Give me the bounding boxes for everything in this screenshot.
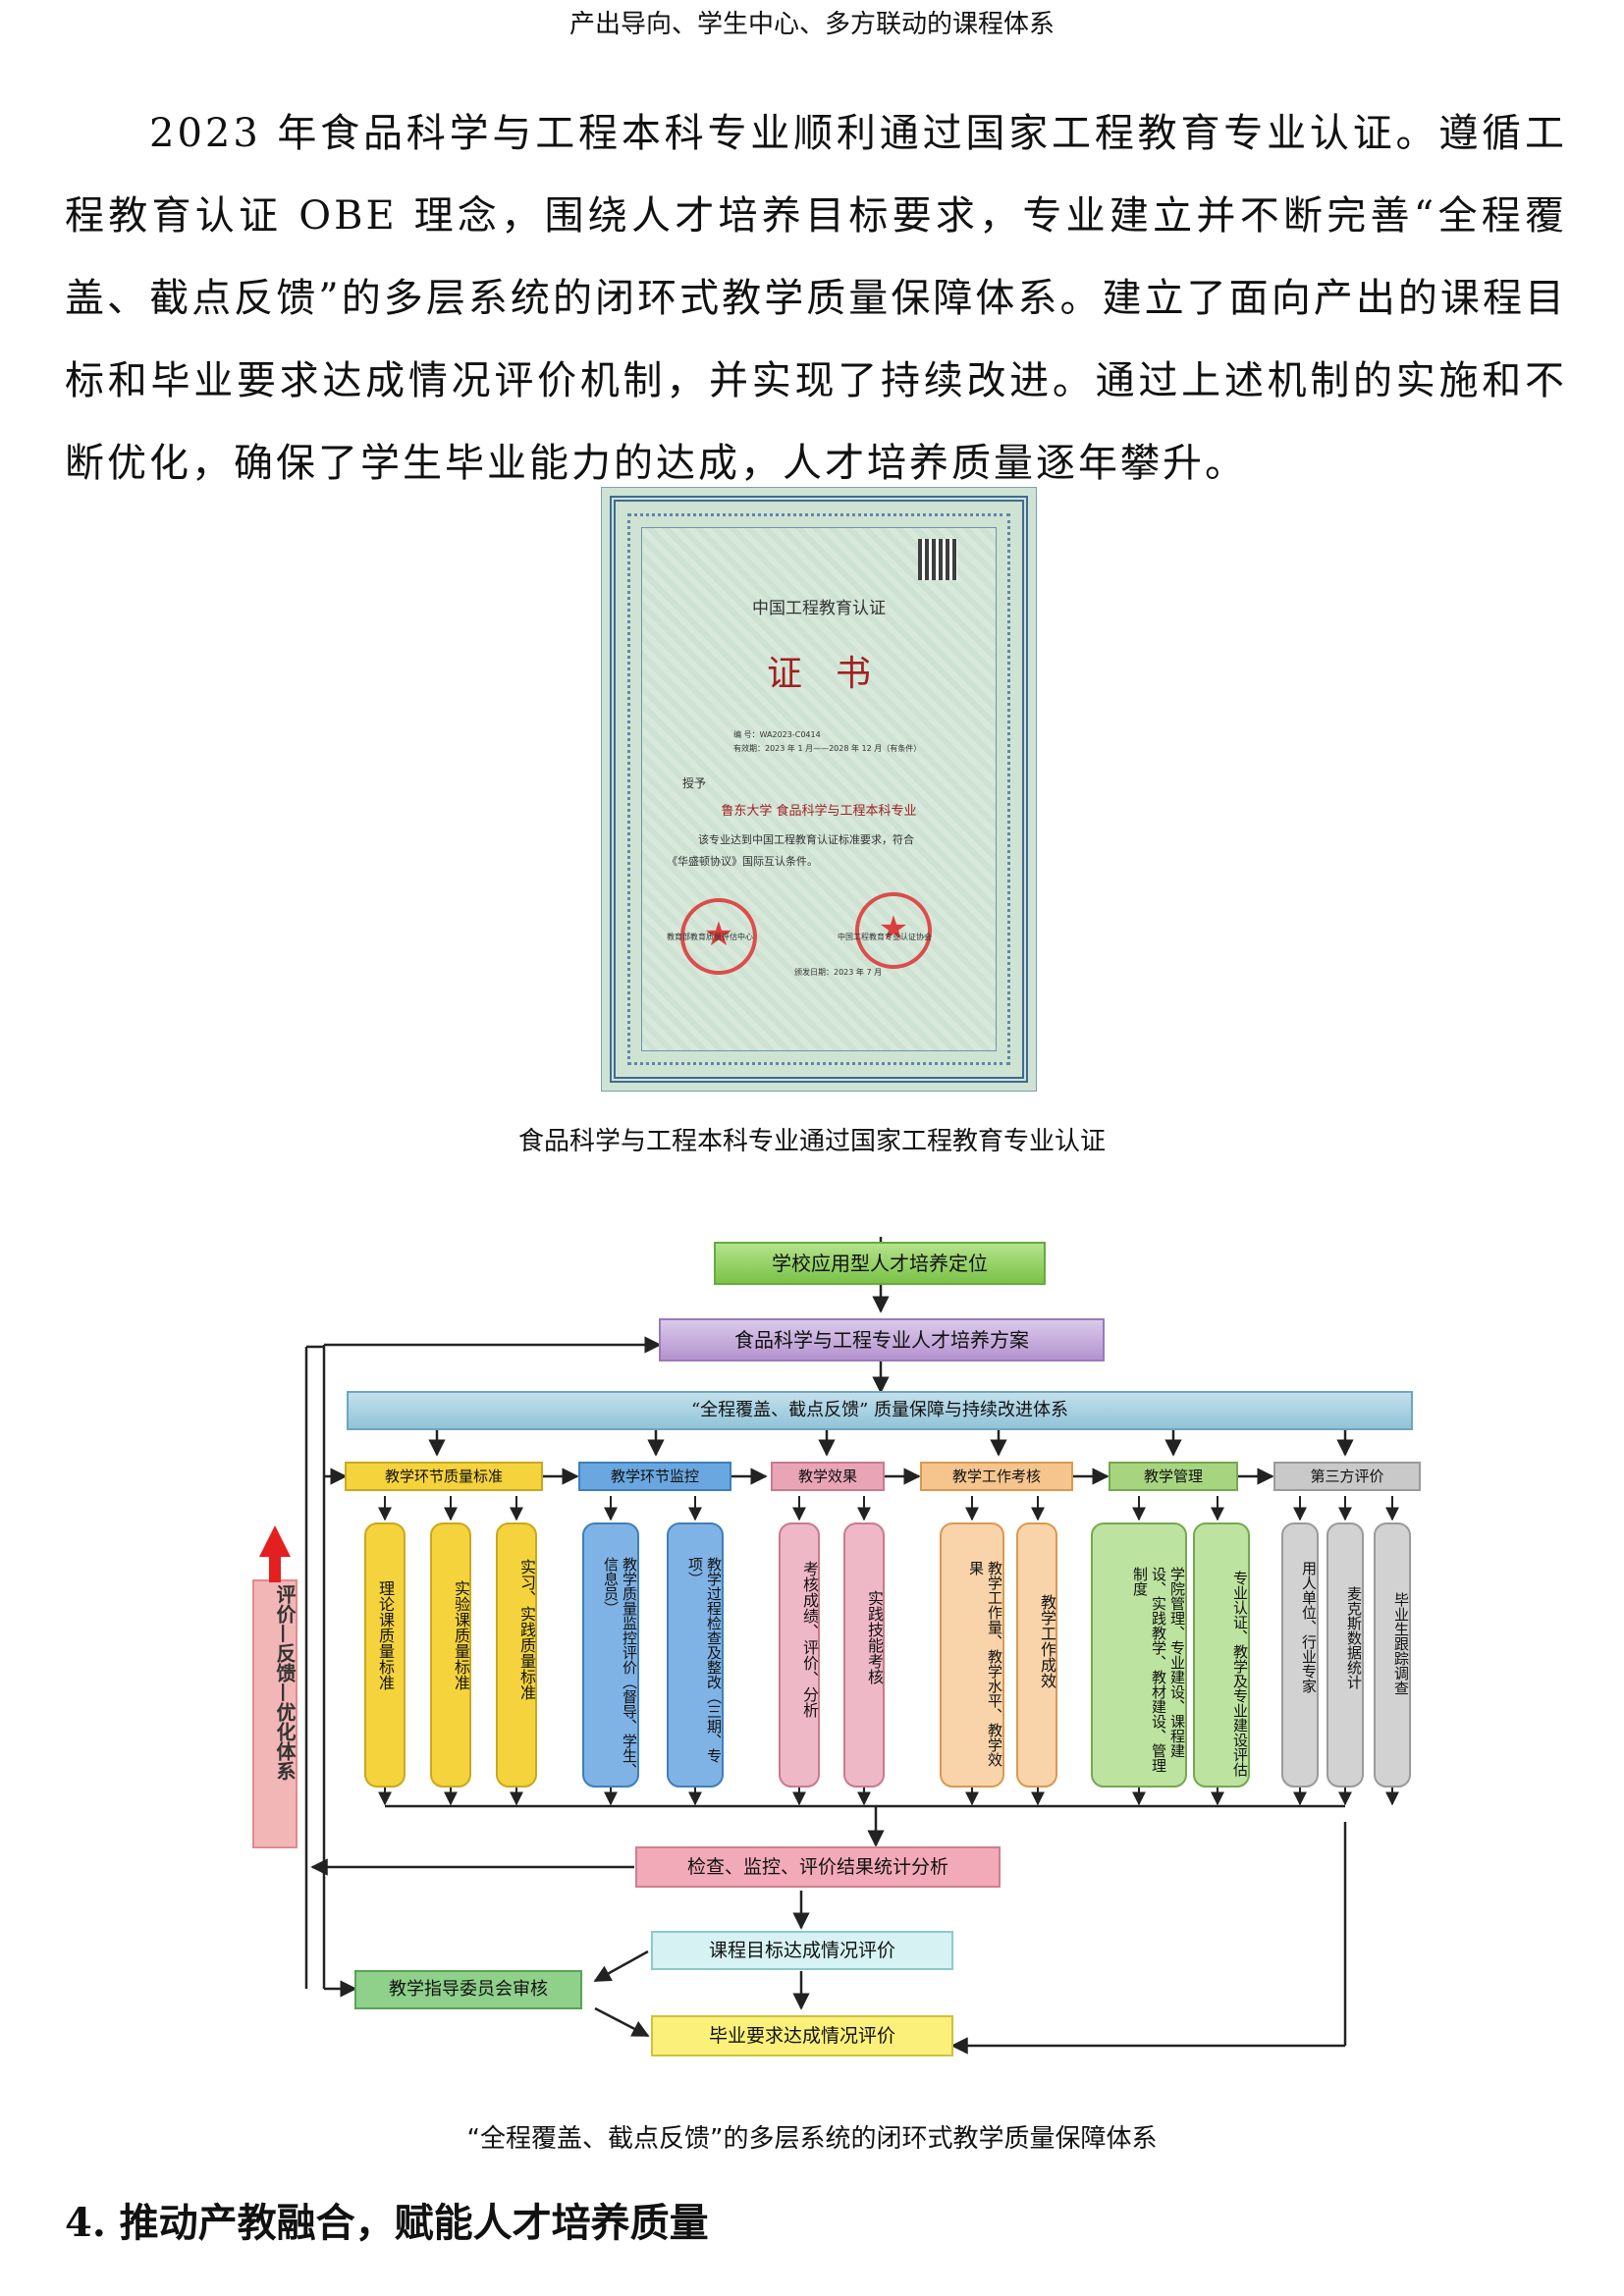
label-course-eval: 课程目标达成情况评价 [708, 1940, 895, 1961]
cat-label-2: 教学环节监控 [610, 1468, 699, 1485]
item-label-3: 实习、实践质量标准 [517, 1559, 536, 1700]
section-heading: 4. 推动产教融合，赋能人才培养质量 [65, 2200, 709, 2246]
item-label-7: 实践技能考核 [865, 1590, 884, 1684]
certificate-title: 证书 [766, 654, 904, 694]
label-school-positioning: 学校应用型人才培养定位 [772, 1252, 988, 1275]
body-paragraph: 2023 年食品科学与工程本科专业顺利通过国家工程教育专业认证。遵循工程教育认证… [65, 92, 1567, 505]
certificate-border-middle [627, 513, 1010, 1065]
cat-box-2 [578, 1462, 731, 1491]
certificate-grant: 授予 [682, 776, 707, 790]
qr-code-icon [918, 539, 957, 580]
cat-box-6 [1273, 1462, 1421, 1491]
label-training-plan: 食品科学与工程专业人才培养方案 [734, 1328, 1029, 1352]
certificate-org: 中国工程教育认证 [752, 599, 886, 618]
label-side-feedback: 评价—反馈—优化体系 [273, 1584, 297, 1781]
cat-label-3: 教学效果 [797, 1468, 857, 1485]
certificate-number: 编 号：WA2023-C0414 [733, 730, 821, 739]
label-grad-eval: 毕业要求达成情况评价 [708, 2025, 895, 2047]
seal-right: ★ [855, 892, 932, 969]
item-label-10: 学院管理、专业建设、课程建设、实践教学、教材建设、管理制度 [1131, 1567, 1186, 1773]
box-training-plan [659, 1318, 1105, 1362]
item-label-8: 教学工作量、教学水平、教学效果 [967, 1561, 1003, 1767]
box-analysis [635, 1846, 1001, 1888]
box-school-positioning [714, 1242, 1046, 1285]
box-grad-eval [651, 2015, 953, 2056]
certificate-validity: 有效期：2023 年 1 月——2028 年 12 月（有条件） [733, 744, 922, 753]
cat-box-3 [771, 1462, 885, 1491]
certificate-body-2: 《华盛顿协议》国际互认条件。 [667, 855, 818, 868]
certificate-body-1: 该专业达到中国工程教育认证标准要求，符合 [698, 833, 914, 846]
label-analysis: 检查、监控、评价结果统计分析 [686, 1856, 948, 1878]
cat-box-1 [345, 1462, 543, 1491]
certificate-sign-right: 中国工程教育专业认证协会 [838, 933, 932, 941]
cat-box-5 [1109, 1462, 1238, 1491]
item-label-2: 实验课质量标准 [452, 1580, 470, 1690]
paragraph-text: 2023 年食品科学与工程本科专业顺利通过国家工程教育专业认证。遵循工程教育认证… [65, 111, 1567, 486]
label-committee: 教学指导委员会审核 [389, 1979, 548, 2000]
side-up-arrow-icon [259, 1525, 291, 1582]
seal-left: ★ [680, 898, 757, 975]
item-label-12: 用人单位、行业专家 [1300, 1561, 1318, 1693]
cat-label-1: 教学环节质量标准 [384, 1468, 503, 1485]
item-label-5: 教学过程检查及整改（三期、专项） [686, 1557, 723, 1763]
certificate-recipient: 鲁东大学 食品科学与工程本科专业 [721, 804, 917, 819]
side-feedback-bar [252, 1579, 298, 1848]
certificate-sign-left: 教育部教育质量评估中心 [667, 933, 753, 941]
cat-label-4: 教学工作考核 [951, 1468, 1041, 1485]
certificate-image: 中国工程教育认证 证书 编 号：WA2023-C0414 有效期：2023 年 … [601, 487, 1037, 1092]
cat-label-6: 第三方评价 [1310, 1468, 1384, 1485]
box-committee [354, 1970, 582, 2009]
box-quality-system [347, 1391, 1413, 1430]
cat-box-4 [920, 1462, 1073, 1491]
cat-label-5: 教学管理 [1143, 1468, 1203, 1485]
item-label-13: 麦克斯数据统计 [1345, 1586, 1363, 1689]
item-label-1: 理论课质量标准 [376, 1580, 395, 1690]
caption-diagram: “全程覆盖、截点反馈”的多层系统的闭环式教学质量保障体系 [466, 2124, 1158, 2154]
certificate-border-outer [610, 496, 1028, 1083]
item-label-4: 教学质量监控评价（督导、学生、信息员） [602, 1557, 638, 1778]
box-course-eval [651, 1931, 953, 1970]
page-header: 产出导向、学生中心、多方联动的课程体系 [568, 10, 1055, 39]
item-label-9: 教学工作成效 [1038, 1594, 1056, 1688]
certificate-date: 颁发日期：2023 年 7 月 [794, 968, 883, 977]
item-label-11: 专业认证、教学及专业建设评估 [1231, 1571, 1249, 1777]
label-quality-system: “全程覆盖、截点反馈” 质量保障与持续改进体系 [690, 1400, 1069, 1420]
caption-certificate: 食品科学与工程本科专业通过国家工程教育专业认证 [517, 1127, 1106, 1156]
item-label-6: 考核成绩、评价、分析 [800, 1561, 819, 1718]
item-label-14: 毕业生跟踪调查 [1392, 1592, 1410, 1695]
